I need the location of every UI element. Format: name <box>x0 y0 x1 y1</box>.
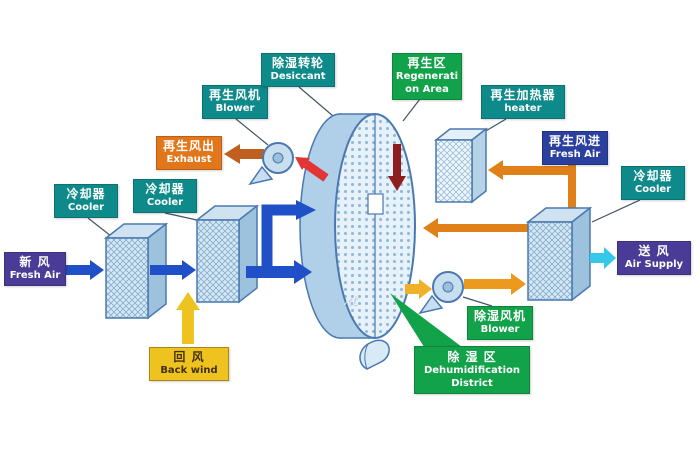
red-arrow-shaft <box>303 160 329 182</box>
label-air-supply-en: Air Supply <box>624 259 684 271</box>
label-dehum-district-en: Dehumidification District <box>423 364 521 389</box>
label-cooler-1-en: Cooler <box>67 202 105 214</box>
label-regen-fresh-air-en: Fresh Air <box>549 149 601 161</box>
label-exhaust-cn: 再生风出 <box>162 139 215 153</box>
cooler1-front <box>105 237 149 319</box>
blue-arrow-elbow <box>261 204 298 274</box>
wheel-to-dehum-fan-arrow <box>405 279 432 299</box>
heater-side <box>471 127 487 204</box>
label-desiccant-wheel-en: Desiccant <box>270 71 326 83</box>
label-cooler-3: 冷却器 Cooler <box>621 166 685 201</box>
label-regen-blower: 再生风机 Blower <box>202 85 268 120</box>
regen-arrow-to-wheel <box>423 218 576 238</box>
label-dehum-blower: 除湿风机 Blower <box>467 306 533 341</box>
label-regen-area: 再生区 Regeneration Area <box>392 53 462 100</box>
label-regen-area-cn: 再生区 <box>407 56 447 70</box>
scroll-body <box>359 339 390 370</box>
label-regen-heater-cn: 再生加热器 <box>490 88 556 102</box>
label-dehum-blower-cn: 除湿风机 <box>473 309 526 323</box>
dehum-fan-to-cooler-arrow <box>464 273 526 295</box>
cooler-box-3 <box>525 206 593 302</box>
label-dehum-blower-en: Blower <box>480 324 520 336</box>
label-regen-blower-cn: 再生风机 <box>208 88 261 102</box>
cooler3-side <box>571 206 591 302</box>
heater-box <box>433 127 489 204</box>
blue-arrow-1 <box>66 260 104 280</box>
dehum-fan-hub <box>442 281 454 293</box>
connector-desiccant <box>298 86 334 117</box>
label-regen-heater-en: heater <box>504 103 542 115</box>
blue-arrow-elbow-head <box>296 200 316 220</box>
cooler2-side <box>238 204 258 304</box>
label-regen-fresh-air-cn: 再生风进 <box>548 134 601 148</box>
label-regen-heater: 再生加热器 heater <box>481 85 565 120</box>
connector-regen-area <box>402 98 421 122</box>
connector-dehum-blower <box>462 296 493 307</box>
regen-fan <box>248 142 294 186</box>
label-regen-blower-en: Blower <box>215 103 255 115</box>
cooler2-front <box>196 219 240 303</box>
blue-arrow-2 <box>150 260 196 280</box>
wheel-to-regen-fan-arrow <box>295 157 329 182</box>
supply-air-path <box>66 200 316 284</box>
label-dehum-district: 除 湿 区 Dehumidification District <box>414 346 530 394</box>
label-regen-area-en: Regeneration Area <box>395 71 459 96</box>
label-cooler-2-en: Cooler <box>146 197 184 209</box>
label-cooler-2-cn: 冷却器 <box>145 182 185 196</box>
watermark-text: xt <box>344 294 357 309</box>
cooler-box-2 <box>194 204 260 304</box>
label-fresh-air-in-cn: 新 风 <box>19 255 51 269</box>
label-fresh-air-in: 新 风 Fresh Air <box>4 252 66 287</box>
wheel-sector-divider <box>367 193 384 215</box>
scroll-icon <box>359 339 390 370</box>
dehum-fan <box>418 271 464 315</box>
label-cooler-2: 冷却器 Cooler <box>133 179 197 214</box>
dehum-fan-volute <box>418 294 444 315</box>
label-air-supply: 送 风 Air Supply <box>617 241 691 276</box>
label-exhaust-en: Exhaust <box>166 154 212 166</box>
regen-fan-volute <box>248 165 274 186</box>
cooler3-front <box>527 221 573 301</box>
label-cooler-1-cn: 冷却器 <box>66 187 106 201</box>
label-back-wind-cn: 回 风 <box>173 350 205 364</box>
label-back-wind: 回 风 Back wind <box>149 347 229 382</box>
red-arrow-head <box>295 157 310 170</box>
exhaust-arrow <box>224 144 264 164</box>
label-regen-fresh-air: 再生风进 Fresh Air <box>542 131 608 166</box>
connector-cooler3 <box>591 199 641 223</box>
heated-air-down-arrow <box>388 144 406 191</box>
label-desiccant-wheel-cn: 除湿转轮 <box>271 56 324 70</box>
dehum-district-pointer <box>390 293 466 350</box>
scroll-curl <box>364 343 369 370</box>
label-exhaust: 再生风出 Exhaust <box>156 136 222 171</box>
label-fresh-air-in-en: Fresh Air <box>9 270 61 282</box>
regen-arrow-to-heater <box>488 160 576 180</box>
heater-front <box>435 139 473 203</box>
label-desiccant-wheel: 除湿转轮 Desiccant <box>261 53 335 88</box>
air-supply-arrow <box>590 247 616 269</box>
regen-fan-hub <box>272 152 284 164</box>
wheel-rim-edges <box>340 113 375 339</box>
label-cooler-1: 冷却器 Cooler <box>54 184 118 219</box>
label-cooler-3-cn: 冷却器 <box>633 169 673 183</box>
label-air-supply-cn: 送 风 <box>638 244 670 258</box>
label-cooler-3-en: Cooler <box>634 184 672 196</box>
label-back-wind-en: Back wind <box>160 365 218 377</box>
back-wind-arrow <box>176 292 200 344</box>
cooler-box-1 <box>103 222 169 320</box>
connector-regen-blower <box>235 118 269 146</box>
label-dehum-district-cn: 除 湿 区 <box>447 349 497 364</box>
